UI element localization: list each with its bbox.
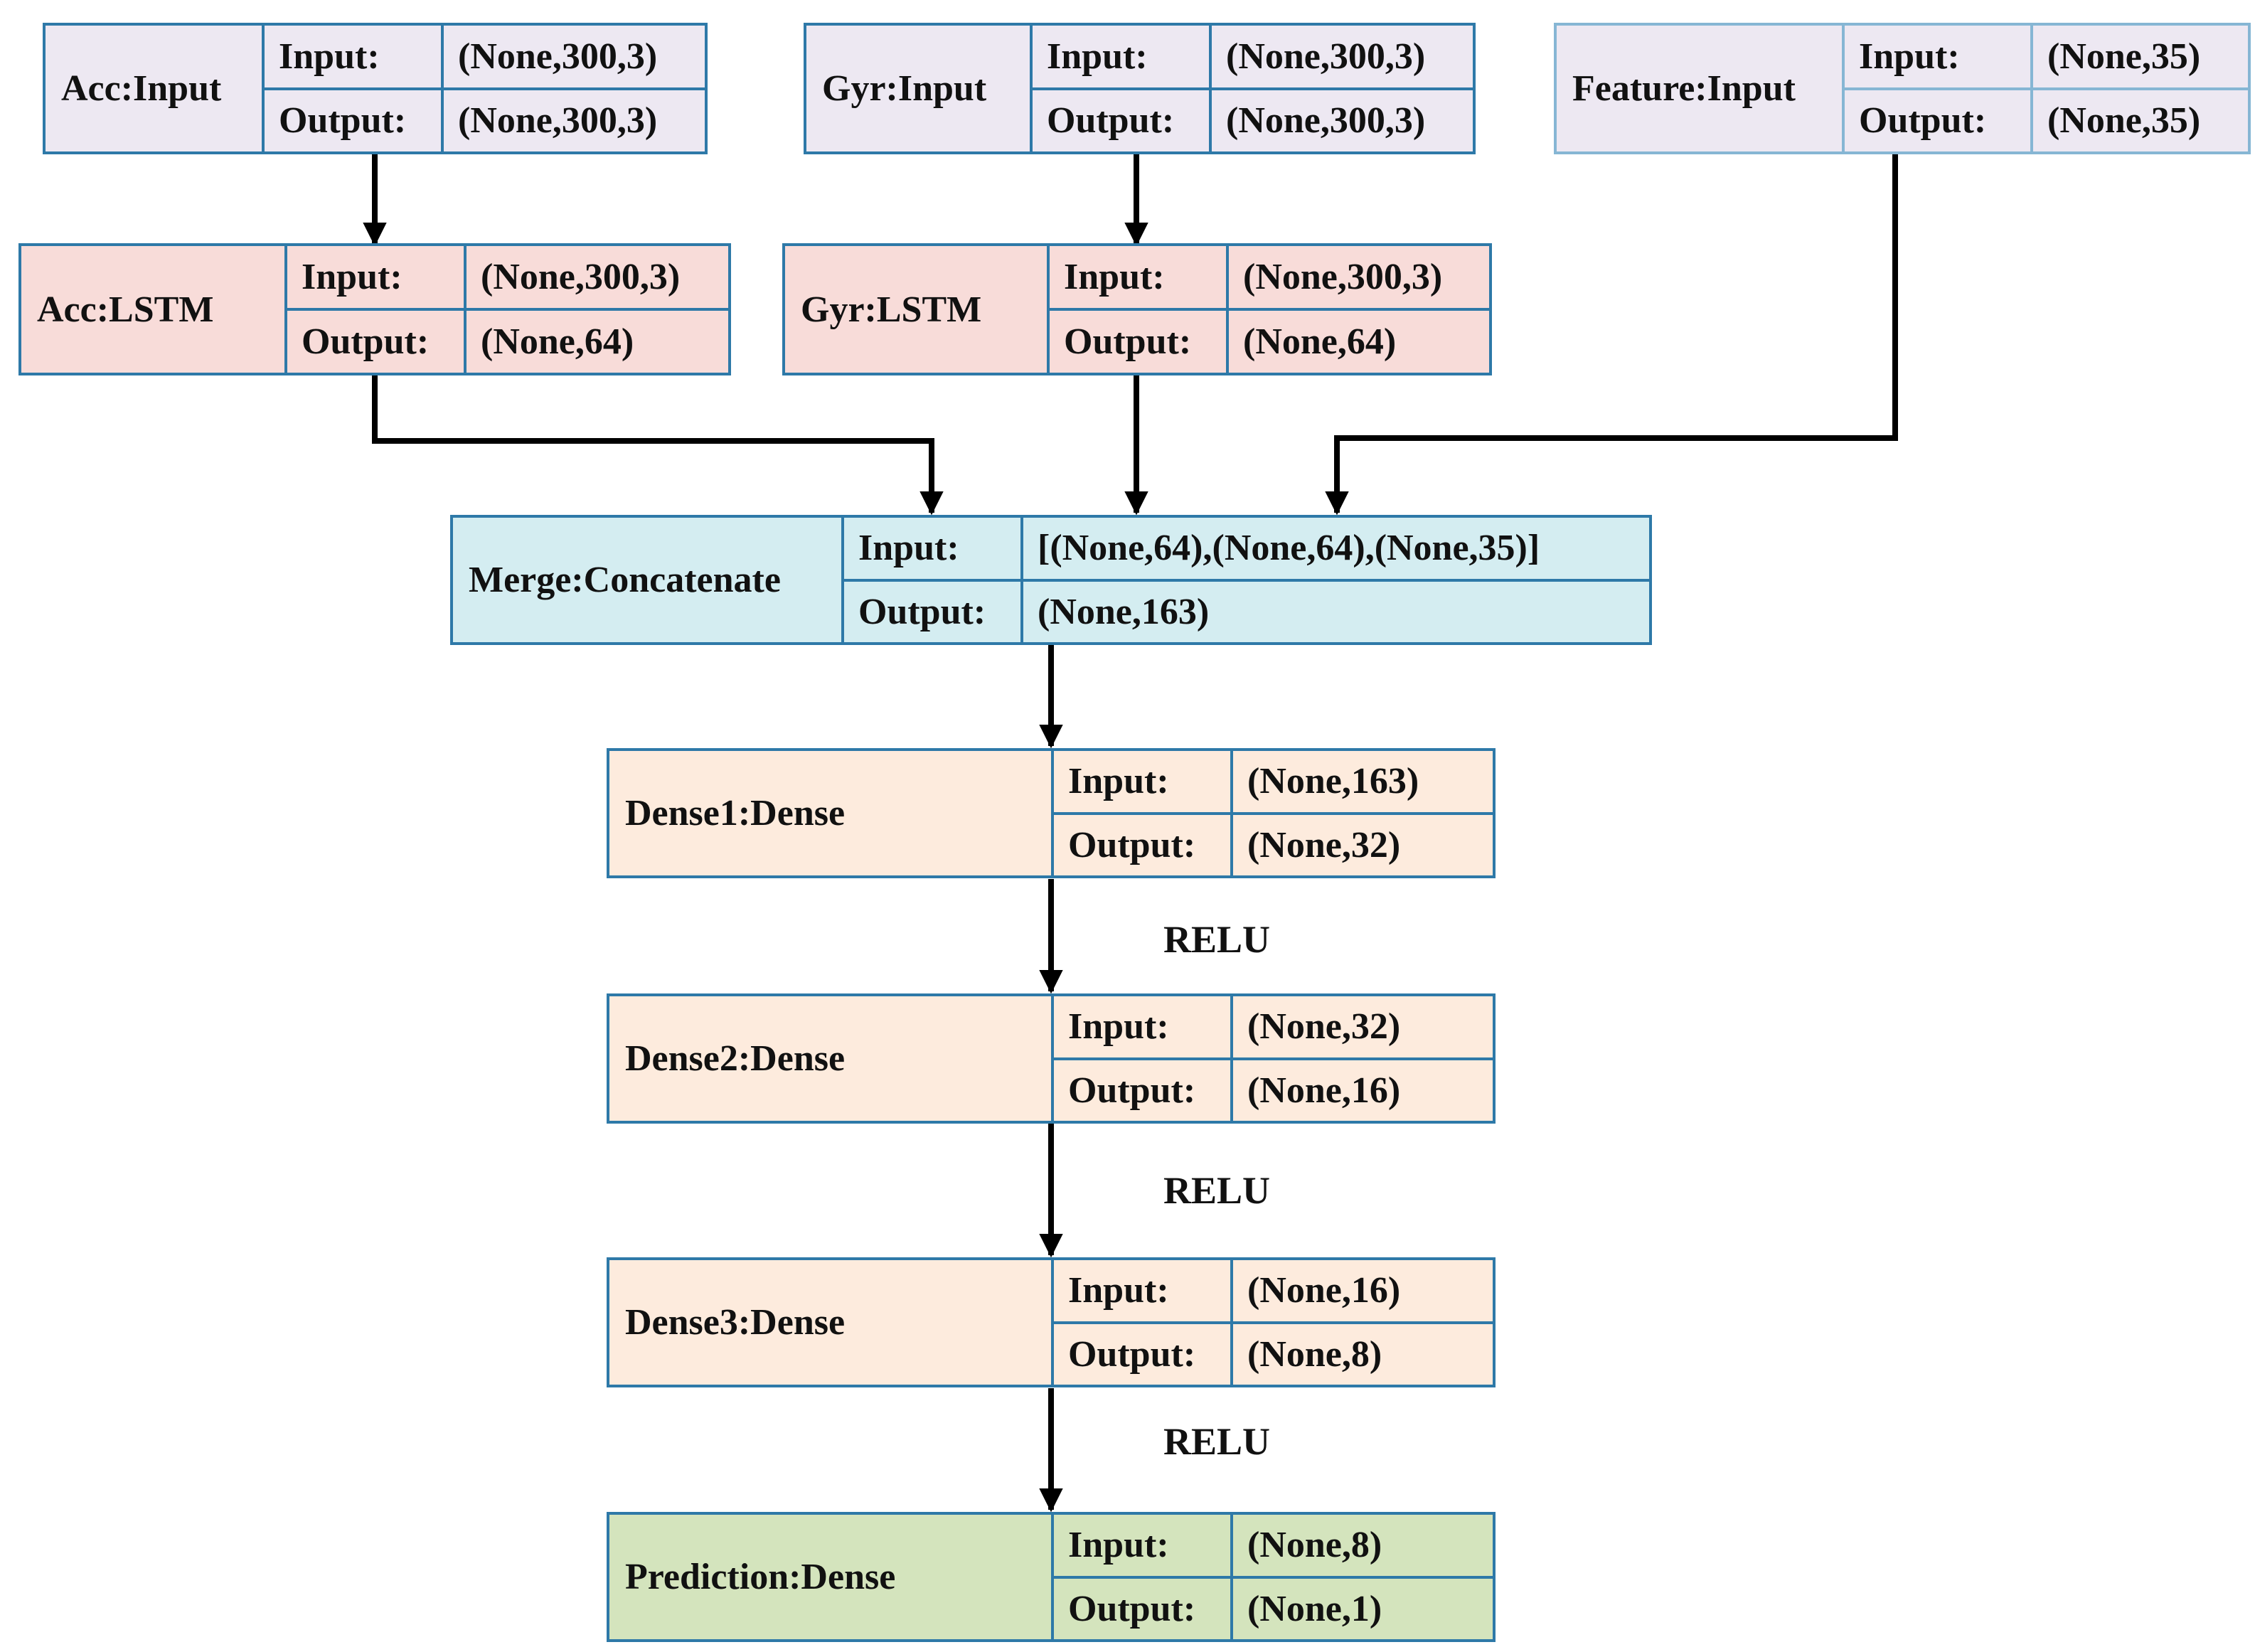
node-acc-input-name: Acc:Input	[46, 26, 265, 151]
node-gyr-input-name: Gyr:Input	[806, 26, 1033, 151]
feature-input-input-label: Input:	[1845, 26, 2033, 87]
dense1-output-label: Output:	[1054, 814, 1233, 875]
prediction-input-value: (None,8)	[1247, 1525, 1382, 1566]
node-dense3: Dense3:Dense Input: (None,16) Output: (N…	[607, 1257, 1496, 1387]
feature-input-output-value: (None,35)	[2047, 100, 2201, 142]
dense2-output-label: Output:	[1054, 1060, 1233, 1121]
node-dense2: Dense2:Dense Input: (None,32) Output: (N…	[607, 993, 1496, 1124]
node-feature-input-name: Feature:Input	[1557, 26, 1845, 151]
prediction-output-label: Output:	[1054, 1578, 1233, 1639]
acc-input-input-value: (None,300,3)	[458, 36, 658, 77]
acc-lstm-output-label: Output:	[287, 311, 467, 373]
gyr-lstm-output-label: Output:	[1050, 311, 1229, 373]
acc-input-output-label: Output:	[265, 90, 444, 151]
dense1-output-value: (None,32)	[1247, 824, 1401, 865]
node-merge-name: Merge:Concatenate	[453, 518, 844, 642]
node-acc-lstm-name: Acc:LSTM	[21, 246, 287, 373]
arrow-feature-input-to-merge	[1325, 154, 1898, 516]
node-gyr-input: Gyr:Input Input: (None,300,3) Output: (N…	[804, 23, 1476, 154]
dense1-input-value: (None,163)	[1247, 761, 1419, 802]
gyr-lstm-input-value: (None,300,3)	[1243, 257, 1443, 297]
gyr-lstm-output-value: (None,64)	[1243, 321, 1397, 362]
node-dense1-name: Dense1:Dense	[609, 751, 1054, 875]
relu-label-2: RELU	[1163, 1169, 1271, 1212]
gyr-input-output-label: Output:	[1033, 90, 1212, 151]
dense2-input-value: (None,32)	[1247, 1006, 1401, 1048]
dense3-output-label: Output:	[1054, 1323, 1233, 1385]
dense3-input-value: (None,16)	[1247, 1270, 1401, 1311]
acc-lstm-output-value: (None,64)	[481, 321, 634, 362]
node-prediction: Prediction:Dense Input: (None,8) Output:…	[607, 1512, 1496, 1642]
gyr-input-output-value: (None,300,3)	[1226, 100, 1426, 142]
gyr-input-input-value: (None,300,3)	[1226, 36, 1426, 77]
merge-input-value: [(None,64),(None,64),(None,35)]	[1038, 528, 1540, 569]
merge-output-value: (None,163)	[1038, 591, 1210, 632]
arrow-acc-lstm-to-merge	[372, 375, 944, 516]
node-dense1: Dense1:Dense Input: (None,163) Output: (…	[607, 748, 1496, 878]
dense1-input-label: Input:	[1054, 751, 1233, 812]
node-dense2-name: Dense2:Dense	[609, 996, 1054, 1121]
node-prediction-name: Prediction:Dense	[609, 1515, 1054, 1639]
acc-lstm-input-label: Input:	[287, 246, 467, 308]
feature-input-input-value: (None,35)	[2047, 36, 2201, 77]
dense3-input-label: Input:	[1054, 1260, 1233, 1321]
relu-label-3: RELU	[1163, 1420, 1271, 1463]
dense3-output-value: (None,8)	[1247, 1333, 1382, 1375]
merge-input-label: Input:	[844, 518, 1023, 579]
node-gyr-lstm-name: Gyr:LSTM	[785, 246, 1050, 373]
acc-lstm-input-value: (None,300,3)	[481, 257, 681, 297]
dense2-output-value: (None,16)	[1247, 1070, 1401, 1111]
acc-input-output-value: (None,300,3)	[458, 100, 658, 142]
gyr-lstm-input-label: Input:	[1050, 246, 1229, 308]
node-feature-input: Feature:Input Input: (None,35) Output: (…	[1554, 23, 2251, 154]
node-acc-input: Acc:Input Input: (None,300,3) Output: (N…	[43, 23, 708, 154]
node-dense3-name: Dense3:Dense	[609, 1260, 1054, 1385]
acc-input-input-label: Input:	[265, 26, 444, 87]
relu-label-1: RELU	[1163, 918, 1271, 961]
prediction-input-label: Input:	[1054, 1515, 1233, 1576]
node-gyr-lstm: Gyr:LSTM Input: (None,300,3) Output: (No…	[782, 243, 1492, 375]
merge-output-label: Output:	[844, 581, 1023, 642]
prediction-output-value: (None,1)	[1247, 1588, 1382, 1629]
feature-input-output-label: Output:	[1845, 90, 2033, 151]
node-merge-concatenate: Merge:Concatenate Input: [(None,64),(Non…	[450, 515, 1652, 645]
dense2-input-label: Input:	[1054, 996, 1233, 1057]
gyr-input-input-label: Input:	[1033, 26, 1212, 87]
node-acc-lstm: Acc:LSTM Input: (None,300,3) Output: (No…	[18, 243, 731, 375]
